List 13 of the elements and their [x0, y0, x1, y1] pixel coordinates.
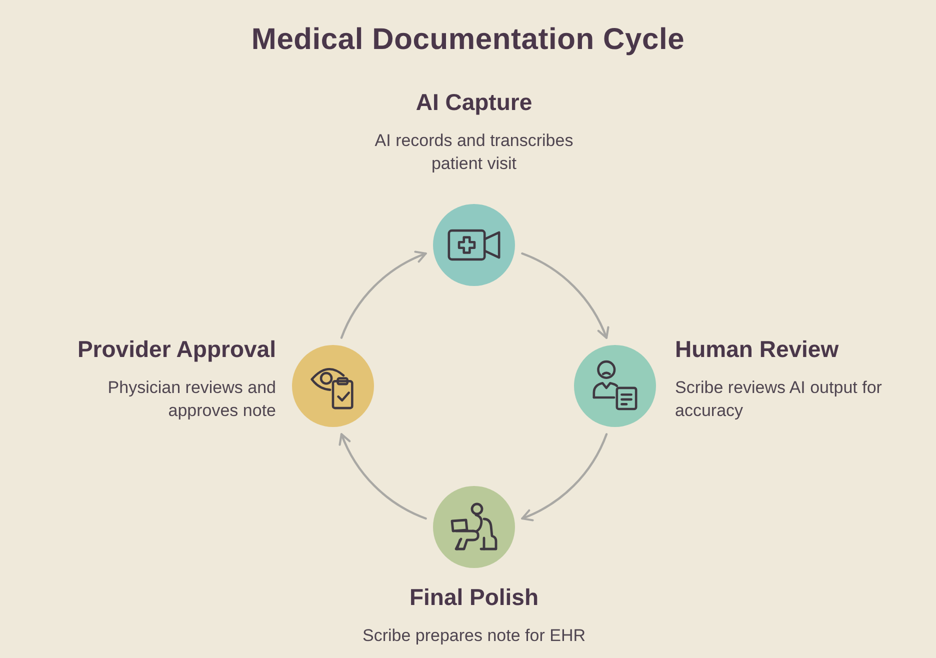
step-heading: Final Polish: [409, 584, 539, 610]
cycle-arrow: [340, 251, 427, 339]
cycle-arrow: [339, 433, 427, 520]
step-description: Physician reviews and approves note: [106, 377, 276, 422]
step-description: AI records and transcribes patient visit: [374, 130, 574, 175]
step-heading: AI Capture: [416, 89, 532, 115]
cycle-arrow: [521, 433, 608, 521]
diagram-title: Medical Documentation Cycle: [251, 22, 685, 58]
step-heading: Provider Approval: [77, 336, 276, 362]
step-heading: Human Review: [675, 336, 839, 362]
cycle-arrow: [521, 252, 609, 339]
step-description: Scribe prepares note for EHR: [362, 625, 586, 647]
step-description: Scribe reviews AI output for accuracy: [675, 377, 883, 422]
